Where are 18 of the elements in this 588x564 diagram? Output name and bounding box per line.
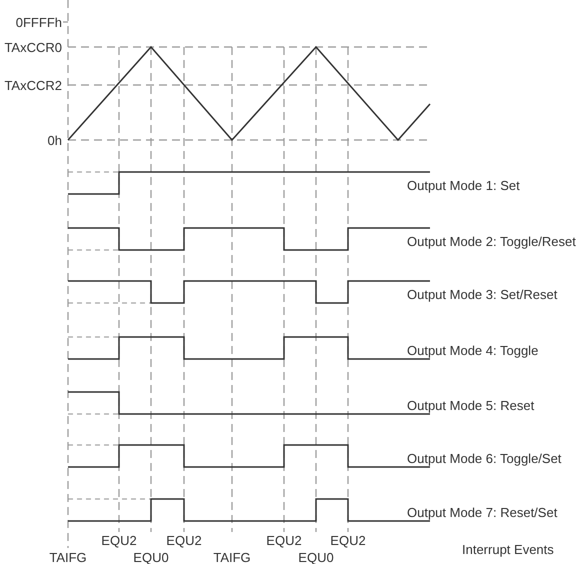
mode-label: Output Mode 1: Set [407,178,520,193]
mode-label: Output Mode 6: Toggle/Set [407,451,562,466]
axis-label: TAxCCR0 [4,40,62,55]
event-label: EQU2 [266,533,302,548]
event-label: EQU2 [101,533,137,548]
axis-label: 0FFFFh [16,15,62,30]
event-label: TAIFG [213,550,251,564]
event-label: EQU2 [166,533,202,548]
mode-label: Output Mode 7: Reset/Set [407,505,558,520]
legend-title: Interrupt Events [462,542,554,557]
event-label: TAIFG [49,550,87,564]
mode-label: Output Mode 5: Reset [407,398,534,413]
mode-label: Output Mode 2: Toggle/Reset [407,234,576,249]
axis-label: 0h [48,133,62,148]
mode-label: Output Mode 3: Set/Reset [407,287,558,302]
event-label: EQU2 [330,533,366,548]
mode-label: Output Mode 4: Toggle [407,343,538,358]
axis-label: TAxCCR2 [4,78,62,93]
